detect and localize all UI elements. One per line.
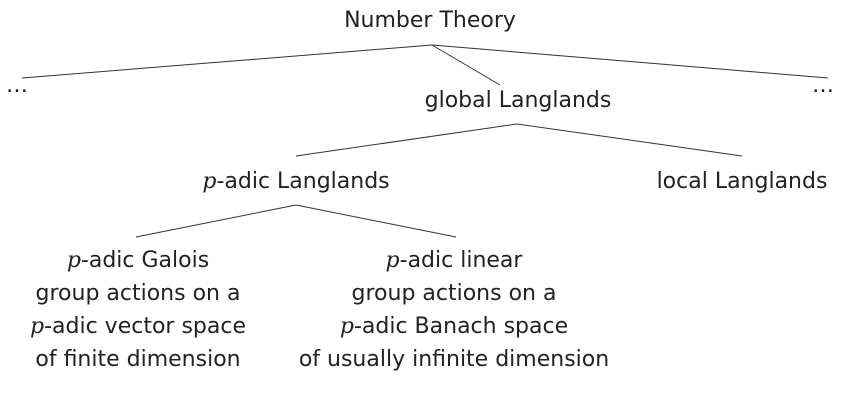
p-symbol: p <box>385 248 400 273</box>
edge-root-global <box>431 44 501 86</box>
galois-line-4: of finite dimension <box>35 347 241 372</box>
linear-line-4: of usually infinite dimension <box>298 347 610 372</box>
linear-line-1-text: -adic linear <box>399 248 523 273</box>
node-number-theory: Number Theory <box>344 8 516 33</box>
node-ellipsis-left: … <box>6 73 28 98</box>
node-local-langlands: local Langlands <box>656 169 828 194</box>
galois-line-1: p-adic Galois <box>30 244 246 277</box>
edge-root-ellipsis-right <box>431 44 829 79</box>
padic-langlands-label: -adic Langlands <box>216 169 390 194</box>
edge-global-padic <box>295 123 518 157</box>
linear-line-2: group actions on a <box>351 281 557 306</box>
edge-global-local <box>516 123 743 157</box>
galois-line-3-text: -adic vector space <box>44 314 246 339</box>
node-global-langlands: global Langlands <box>424 88 612 113</box>
node-ellipsis-right: … <box>812 73 834 98</box>
p-symbol: p <box>30 314 45 339</box>
node-padic-langlands: p-adic Langlands <box>202 168 389 196</box>
edge-padic-linear <box>295 204 457 238</box>
galois-line-3: p-adic vector space <box>30 310 246 343</box>
linear-line-3: p-adic Banach space <box>299 310 609 343</box>
galois-line-2: group actions on a <box>35 281 241 306</box>
node-padic-linear: p-adic linear group actions on a p-adic … <box>299 244 609 376</box>
linear-line-1: p-adic linear <box>299 244 609 277</box>
p-symbol: p <box>339 314 354 339</box>
edge-root-ellipsis-left <box>21 44 433 79</box>
node-padic-galois: p-adic Galois group actions on a p-adic … <box>30 244 246 376</box>
p-symbol: p <box>202 169 217 194</box>
galois-line-1-text: -adic Galois <box>80 248 210 273</box>
edge-padic-galois <box>135 204 297 238</box>
p-symbol: p <box>66 248 81 273</box>
linear-line-3-text: -adic Banach space <box>353 314 569 339</box>
